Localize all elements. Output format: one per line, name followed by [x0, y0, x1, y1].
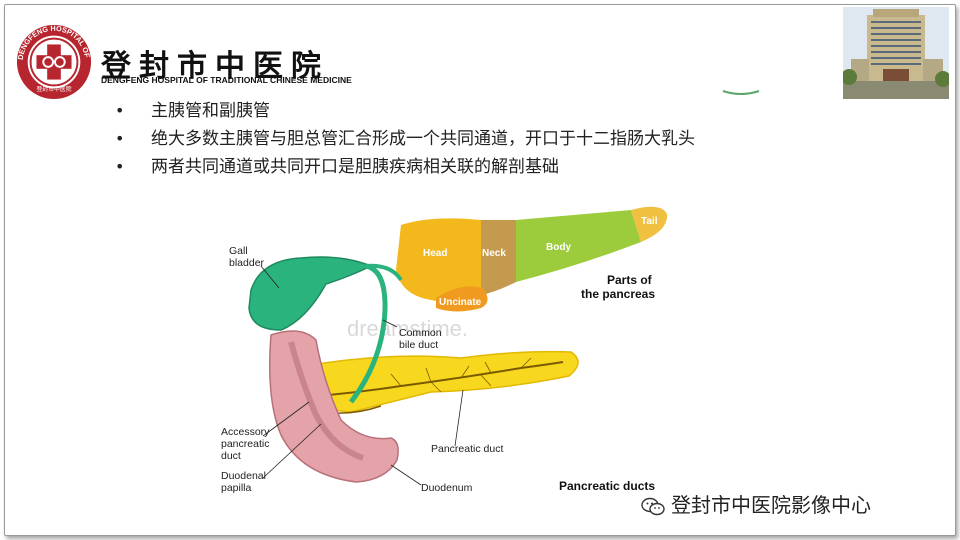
gall-bladder — [248, 256, 373, 331]
wechat-account-watermark: 登封市中医院影像中心 — [641, 489, 871, 518]
label-accessory-3: duct — [221, 450, 241, 462]
logo-inner-text: 登封市中医院 — [36, 85, 71, 93]
label-uncinate: Uncinate — [439, 297, 482, 308]
common-bile-duct — [349, 263, 388, 404]
label-accessory-2: pancreatic — [221, 438, 269, 450]
hospital-building-photo — [843, 7, 949, 99]
bullet-item: 绝大多数主胰管与胆总管汇合形成一个共同通道，开口于十二指肠大乳头 — [115, 125, 695, 153]
label-gall-bladder-1: Gall — [229, 245, 248, 257]
wechat-account-name: 登封市中医院影像中心 — [671, 493, 871, 517]
bullet-item: 两者共同通道或共同开口是胆胰疾病相关联的解剖基础 — [115, 153, 695, 181]
decorative-swoosh — [722, 90, 760, 95]
pancreas-anatomy-diagram: Head Neck Body Tail Uncinate Parts of th… — [221, 206, 668, 494]
label-pancreatic-duct: Pancreatic duct — [431, 443, 503, 455]
hospital-name-en: DENGFENG HOSPITAL OF TRADITIONAL CHINESE… — [101, 75, 352, 85]
label-tail: Tail — [641, 216, 658, 227]
hospital-name-cn: 登封市中医院 — [101, 49, 329, 84]
label-neck: Neck — [482, 248, 506, 259]
label-head: Head — [423, 248, 447, 259]
label-common-bile-duct-2: bile duct — [399, 339, 438, 351]
pancreatic-ducts-title: Pancreatic ducts — [559, 479, 655, 493]
neck-region — [481, 220, 516, 295]
hospital-logo: DENGFENG HOSPITAL OF TCM 登封市中医院 — [15, 23, 92, 100]
label-body: Body — [546, 242, 571, 253]
body-region — [516, 210, 641, 282]
label-accessory-1: Accessory — [221, 426, 270, 438]
uncinate-region — [436, 286, 488, 312]
label-papilla-2: papilla — [221, 482, 252, 494]
pancreas-parts-inset: Head Neck Body Tail Uncinate Parts of th… — [396, 206, 668, 312]
pancreas-body — [306, 350, 579, 413]
bullet-list: 主胰管和副胰管 绝大多数主胰管与胆总管汇合形成一个共同通道，开口于十二指肠大乳头… — [115, 97, 695, 181]
parts-title-line2: the pancreas — [581, 287, 655, 301]
label-gall-bladder-2: bladder — [229, 257, 265, 269]
label-papilla-1: Duodenal — [221, 470, 266, 482]
label-common-bile-duct-1: Common — [399, 327, 442, 339]
parts-title-line1: Parts of — [607, 273, 653, 287]
stock-watermark: dreamstime. — [347, 316, 468, 341]
tail-region — [631, 206, 668, 242]
slide: DENGFENG HOSPITAL OF TCM 登封市中医院 登封市中医院 D… — [4, 4, 956, 536]
bullet-item: 主胰管和副胰管 — [115, 97, 695, 125]
wechat-icon — [641, 497, 665, 515]
label-duodenum: Duodenum — [421, 482, 473, 494]
head-region — [396, 218, 481, 302]
